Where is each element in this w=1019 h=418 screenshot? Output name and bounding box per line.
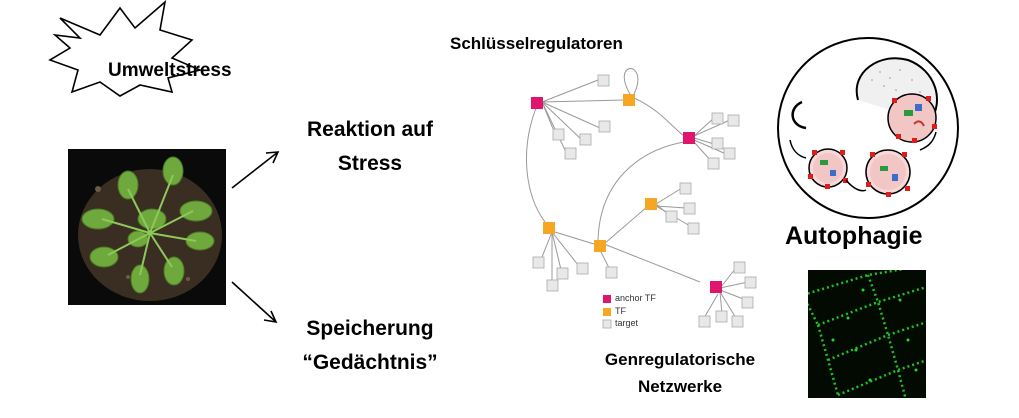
grn-label-line1: Genregulatorische: [604, 350, 756, 369]
plant-photo: [68, 149, 226, 305]
memory-label: Speicherung “Gedächtnis”: [280, 312, 460, 380]
legend-anchor-swatch: [603, 295, 611, 303]
grn-label: Genregulatorische Netzwerke: [580, 346, 780, 400]
legend-anchor-label: anchor TF: [615, 293, 656, 303]
key-regulators-label: Schlüsselregulatoren: [450, 34, 623, 53]
legend-target-label: target: [615, 318, 639, 328]
autophagy-label: Autophagie: [785, 222, 923, 250]
legend-tf-swatch: [603, 308, 611, 316]
reaction-label-line2: Stress: [337, 152, 403, 175]
memory-label-line1: Speicherung: [306, 317, 434, 340]
legend-target-swatch: [602, 319, 612, 329]
fluorescence-microscopy-image: [808, 270, 926, 398]
legend-tf-label: TF: [615, 306, 626, 316]
memory-label-line2: “Gedächtnis”: [302, 351, 438, 374]
grn-label-line2: Netzwerke: [637, 377, 723, 396]
stress-label: Umweltstress: [108, 60, 232, 81]
reaction-label-line1: Reaktion auf: [306, 118, 434, 141]
reaction-label: Reaktion auf Stress: [280, 113, 460, 181]
